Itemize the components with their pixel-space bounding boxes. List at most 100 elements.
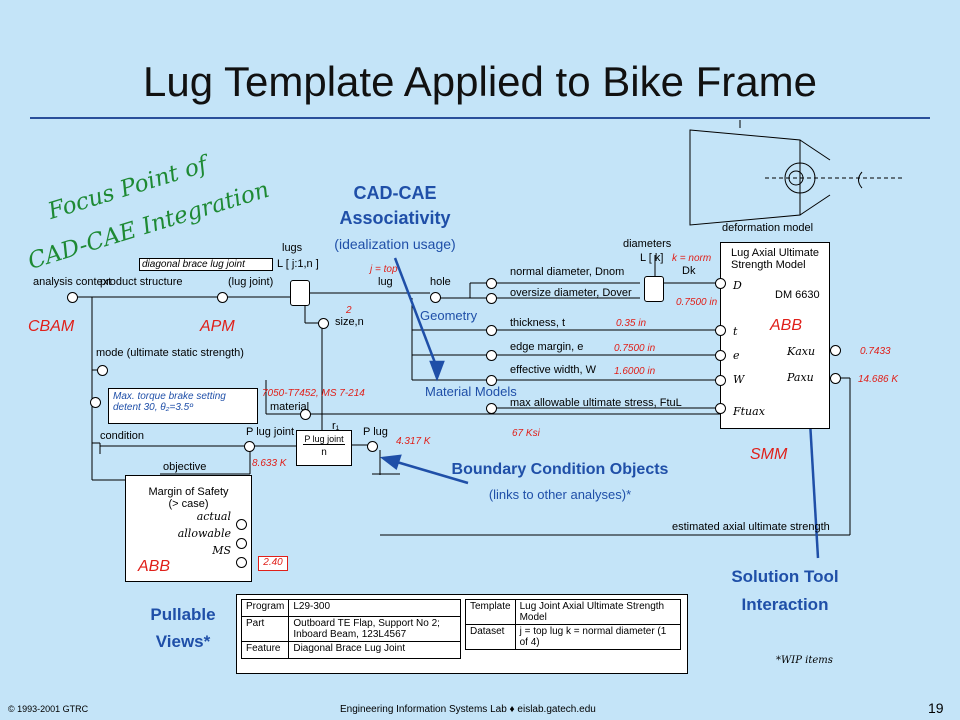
- table-value: Diagonal Brace Lug Joint: [288, 641, 461, 659]
- pullable-line-2: Views*: [155, 632, 211, 651]
- port-thickness[interactable]: [486, 325, 497, 336]
- table-value: L29-300: [288, 599, 461, 617]
- port-mode[interactable]: [97, 365, 108, 376]
- port-stress[interactable]: [486, 403, 497, 414]
- mode-label: mode (ultimate static strength): [96, 347, 244, 359]
- port-d[interactable]: [715, 278, 726, 289]
- val-4317: 4.317 K: [396, 436, 431, 447]
- lugs-index: L [ j:1,n ]: [277, 258, 319, 270]
- port-oversize[interactable]: [486, 293, 497, 304]
- material-label: material: [270, 401, 310, 413]
- margin-of-safety-box[interactable]: Margin of Safety (> case) actual allowab…: [125, 475, 252, 582]
- port-k[interactable]: [830, 345, 841, 356]
- val-7500b: 0.7500 in: [614, 343, 656, 354]
- dk-label: Dk: [682, 265, 696, 277]
- port-normal[interactable]: [486, 278, 497, 289]
- j-top-value: j = top: [370, 264, 398, 275]
- oversize-diameter-label: oversize diameter, Dover: [510, 287, 632, 299]
- port-edge[interactable]: [486, 350, 497, 361]
- diameters-element[interactable]: [644, 276, 664, 302]
- table-key: Program: [240, 599, 290, 617]
- table-key: Template: [465, 599, 516, 625]
- actual-label: actual: [196, 510, 231, 523]
- port-material[interactable]: [300, 409, 311, 420]
- table-key: Part: [240, 616, 290, 642]
- normal-diameter-label: normal diameter, Dnom: [510, 266, 625, 278]
- table-key: Dataset: [465, 624, 516, 650]
- port-size[interactable]: [318, 318, 329, 329]
- lug-label: lug: [378, 276, 393, 288]
- lugs-label: lugs: [282, 242, 303, 254]
- associativity-sub: (idealization usage): [334, 236, 456, 252]
- var-t: t: [733, 325, 738, 338]
- var-e: e: [733, 349, 740, 362]
- port-hole[interactable]: [430, 292, 441, 303]
- port-width[interactable]: [486, 375, 497, 386]
- port-f[interactable]: [715, 403, 726, 414]
- pullable-line-1: Pullable: [150, 605, 216, 624]
- apm-label: APM: [200, 318, 235, 335]
- condition-label: condition: [100, 430, 145, 442]
- title-divider: [30, 117, 930, 119]
- estimated-label: estimated axial ultimate strength: [672, 521, 830, 533]
- lugs-element[interactable]: [290, 280, 310, 306]
- port-p-lug[interactable]: [367, 441, 378, 452]
- cbam-label: CBAM: [28, 318, 75, 335]
- associativity-title: CAD-CAE: [353, 183, 437, 203]
- ms-label: MS: [212, 544, 231, 557]
- wip-note: *WIP items: [776, 655, 833, 666]
- var-k: Kaxu: [787, 345, 816, 358]
- lug-model-box[interactable]: Lug Axial Ultimate Strength Model D DM 6…: [720, 242, 830, 429]
- port-torque[interactable]: [90, 397, 101, 408]
- torque-line-2: detent 30, θ₂=3.5º: [113, 402, 193, 413]
- port-ms[interactable]: [236, 557, 247, 568]
- analysis-context-label: analysis context: [33, 276, 112, 288]
- port-product-structure[interactable]: [217, 292, 228, 303]
- thickness-label: thickness, t: [510, 317, 566, 329]
- deformation-model-label: deformation model: [722, 222, 814, 234]
- solution-line-2: Interaction: [741, 595, 829, 614]
- geometry-label: Geometry: [420, 308, 478, 323]
- product-structure-label: product structure: [100, 276, 183, 288]
- page-title: Lug Template Applied to Bike Frame: [143, 58, 817, 105]
- port-p[interactable]: [830, 373, 841, 384]
- two-value: 2: [346, 305, 352, 316]
- ms-value-box: 2.40: [258, 556, 288, 571]
- edge-margin-label: edge margin, e: [510, 341, 584, 353]
- k-norm-value: k = norm: [672, 253, 712, 264]
- size-n-label: size,n: [335, 316, 364, 328]
- table-value: Outboard TE Flap, Support No 2; Inboard …: [288, 616, 461, 642]
- port-condition[interactable]: [244, 441, 255, 452]
- port-e[interactable]: [715, 350, 726, 361]
- val-7500a: 0.7500 in: [676, 297, 718, 308]
- port-analysis-context[interactable]: [67, 292, 78, 303]
- hole-label: hole: [430, 276, 451, 288]
- abb-label-left: ABB: [138, 558, 171, 575]
- objective-label: objective: [163, 461, 207, 473]
- bco-title: Boundary Condition Objects: [451, 461, 669, 478]
- associativity-title-2: Associativity: [339, 208, 451, 228]
- diameters-label: diameters: [623, 238, 672, 250]
- port-w[interactable]: [715, 375, 726, 386]
- port-allowable[interactable]: [236, 538, 247, 549]
- diag-joint-box: diagonal brace lug joint: [139, 258, 273, 271]
- port-actual[interactable]: [236, 519, 247, 530]
- table-key: Feature: [240, 641, 290, 659]
- ratio-box[interactable]: P lug joint n: [296, 430, 352, 466]
- r1-label: r₁: [332, 420, 340, 432]
- torque-box: Max. torque brake setting detent 30, θ₂=…: [108, 388, 258, 424]
- max-stress-label: max allowable ultimate stress, FtuL: [510, 397, 682, 409]
- var-w: W: [733, 373, 745, 386]
- port-t[interactable]: [715, 325, 726, 336]
- page-number: 19: [928, 700, 944, 716]
- var-f: Ftuax: [733, 405, 765, 418]
- material-spec-value: 7050-T7452, MS 7-214: [262, 388, 365, 399]
- val-7433: 0.7433: [860, 346, 891, 357]
